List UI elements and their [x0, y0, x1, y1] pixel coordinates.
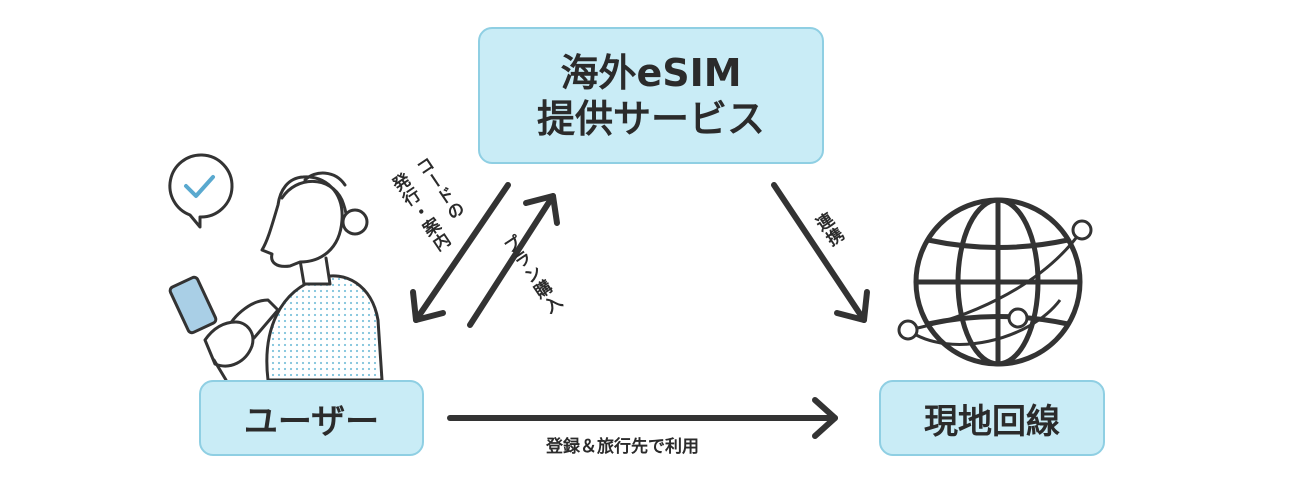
globe-network-icon — [897, 197, 1093, 367]
arrow-user-to-local — [447, 397, 838, 439]
arrow-user-to-esim — [467, 193, 560, 328]
arrow-esim-to-user — [410, 182, 511, 323]
arrow-esim-to-local — [771, 182, 870, 323]
edge-label-register-use: 登録＆旅行先で利用 — [546, 437, 699, 457]
user-box: ユーザー — [199, 380, 424, 456]
esim-service-line1: 海外eSIM — [560, 50, 742, 95]
esim-service-box: 海外eSIM 提供サービス — [478, 27, 824, 164]
local-network-label: 現地回線 — [924, 401, 1060, 442]
check-bubble-icon — [168, 153, 234, 229]
esim-service-line2: 提供サービス — [536, 96, 765, 141]
local-network-box: 現地回線 — [879, 380, 1105, 456]
user-label: ユーザー — [243, 401, 380, 442]
woman-with-smartphone-illustration — [168, 171, 384, 382]
